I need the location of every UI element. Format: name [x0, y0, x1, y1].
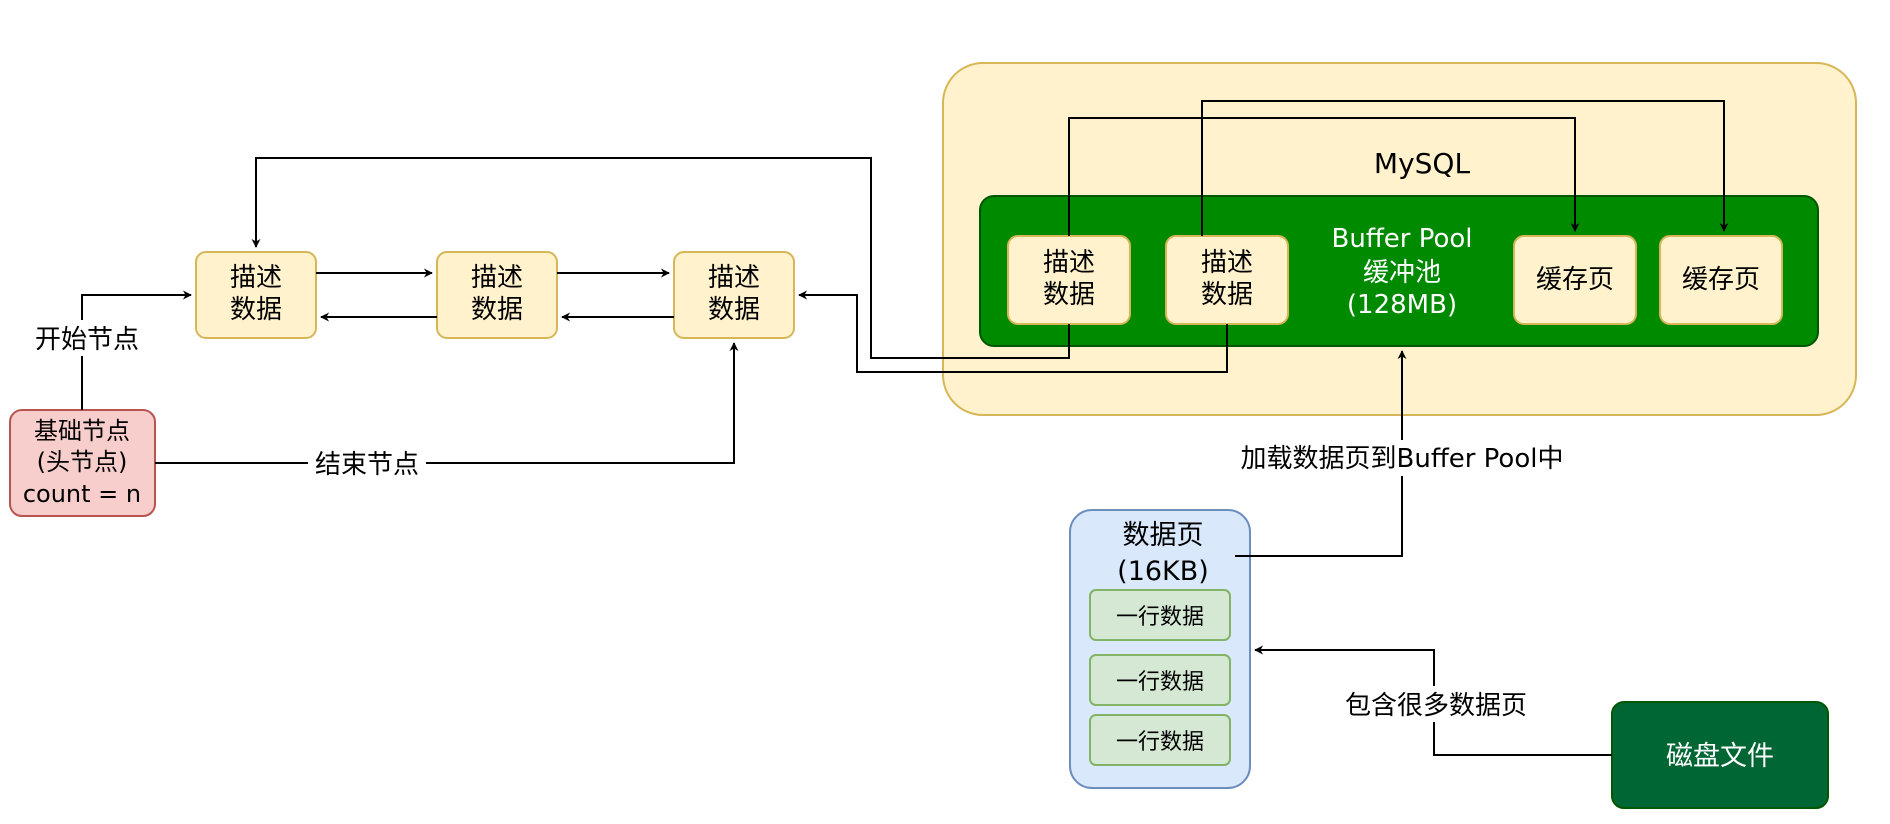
list-node-1-line1: 描述: [230, 263, 282, 293]
buffer-pool-title: Buffer Pool: [1332, 224, 1473, 254]
disk-file-label: 磁盘文件: [1666, 741, 1774, 772]
connector-descriptor2-to-cache-page2: [1201, 100, 1729, 236]
end-node-label-bg: [308, 445, 426, 481]
pool-descriptor-2-line1: 描述: [1201, 248, 1253, 278]
base-node-subtitle: (头节点): [37, 448, 128, 476]
contains-pages-label-bg: [1340, 686, 1532, 722]
list-node-2[interactable]: 描述 数据: [436, 251, 558, 339]
load-page-label-bg: [1236, 440, 1568, 476]
end-node-label: 结束节点: [315, 450, 419, 480]
pool-descriptor-2-line2: 数据: [1201, 280, 1253, 310]
buffer-pool-subtitle: 缓冲池: [1363, 258, 1441, 288]
cache-page-2[interactable]: 缓存页: [1659, 235, 1783, 325]
data-row-1-label: 一行数据: [1116, 605, 1204, 630]
base-node-title: 基础节点: [34, 417, 130, 445]
data-page-size: (16KB): [1117, 556, 1209, 587]
data-row-3-label: 一行数据: [1116, 730, 1204, 755]
pool-descriptor-1-line2: 数据: [1043, 280, 1095, 310]
pool-descriptor-1-line1: 描述: [1043, 248, 1095, 278]
load-page-label: 加载数据页到Buffer Pool中: [1241, 444, 1564, 474]
connector-descriptor1-to-node1: [251, 157, 1070, 359]
pool-descriptor-2[interactable]: 描述 数据: [1165, 235, 1289, 325]
list-node-1-line2: 数据: [230, 295, 282, 325]
disk-file[interactable]: 磁盘文件: [1611, 701, 1829, 809]
list-node-2-line2: 数据: [471, 295, 523, 325]
pool-descriptor-1[interactable]: 描述 数据: [1007, 235, 1131, 325]
cache-page-2-label: 缓存页: [1682, 265, 1760, 295]
contains-pages-label: 包含很多数据页: [1345, 691, 1527, 721]
cache-page-1[interactable]: 缓存页: [1513, 235, 1637, 325]
start-node-label-bg: [28, 320, 146, 356]
connector-page-to-buffer-pool: [1235, 350, 1407, 557]
connector-descriptor2-to-node3: [798, 290, 1228, 373]
connector-descriptor1-to-cache-page1: [1068, 117, 1580, 236]
data-row-3[interactable]: 一行数据: [1089, 714, 1231, 766]
base-node[interactable]: 基础节点 (头节点) count = n: [9, 409, 156, 517]
list-node-3[interactable]: 描述 数据: [673, 251, 795, 339]
connector-base-to-node3: [155, 342, 739, 464]
start-node-label: 开始节点: [35, 325, 139, 355]
list-node-3-line1: 描述: [708, 263, 760, 293]
data-row-1[interactable]: 一行数据: [1089, 589, 1231, 641]
cache-page-1-label: 缓存页: [1536, 265, 1614, 295]
list-node-3-line2: 数据: [708, 295, 760, 325]
data-row-2-label: 一行数据: [1116, 670, 1204, 695]
connector-base-to-node1: [81, 290, 192, 410]
list-node-2-line1: 描述: [471, 263, 523, 293]
buffer-pool-size: (128MB): [1347, 290, 1457, 320]
list-node-1[interactable]: 描述 数据: [195, 251, 317, 339]
mysql-label: MySQL: [1374, 147, 1471, 180]
base-node-count: count = n: [23, 480, 141, 508]
data-page-title: 数据页: [1123, 520, 1204, 551]
data-row-2[interactable]: 一行数据: [1089, 654, 1231, 706]
